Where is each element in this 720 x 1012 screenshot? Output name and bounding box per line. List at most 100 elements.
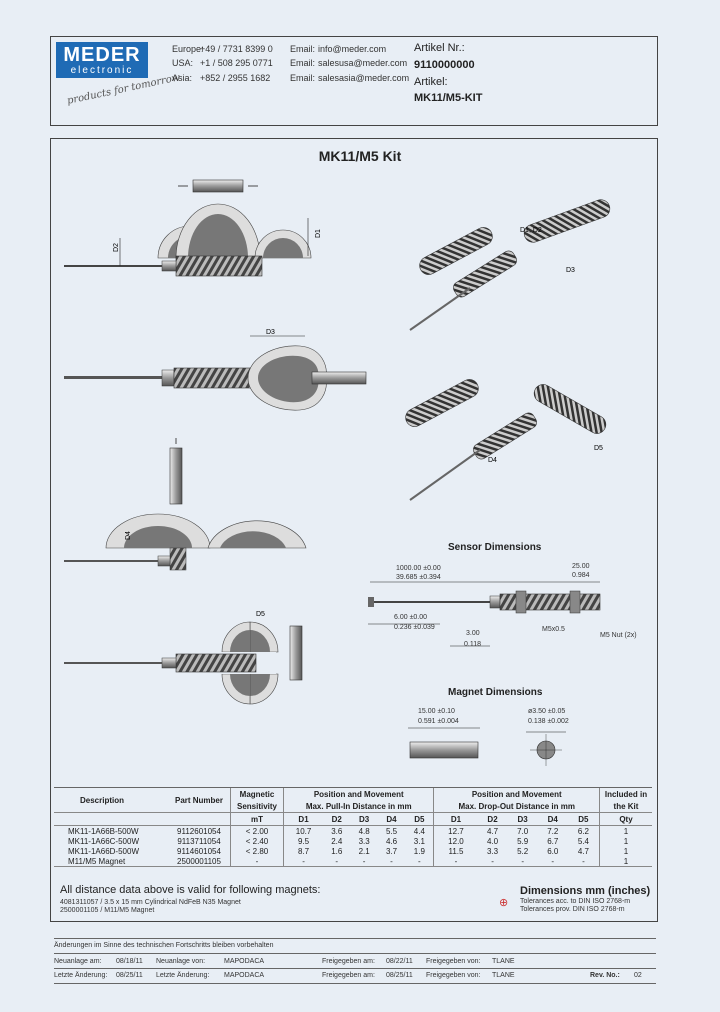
label-d3-perspective: D3	[566, 267, 575, 274]
magnet-note-title: All distance data above is valid for fol…	[60, 884, 321, 896]
cell-sens: < 2.40	[230, 836, 284, 846]
footer-r2-c-label: Freigegeben am:	[322, 972, 375, 979]
cell-drop-d4: 6.7	[547, 836, 559, 846]
cell-desc: MK11-1A66B-500W	[68, 826, 139, 836]
label-d4-config3: D4	[125, 531, 132, 540]
cell-sens: < 2.00	[230, 825, 284, 836]
cell-drop-d5: 4.7	[577, 846, 589, 856]
col-pull-d5: D5	[414, 814, 425, 824]
cell-pull-d4: 3.7	[385, 846, 398, 856]
perspective-view-bottom: D4 D5	[405, 379, 607, 501]
cell-drop-d4: -	[551, 856, 555, 866]
magnet-horizontal-1	[192, 179, 244, 193]
sensor-cable: 6.00 ±0.00	[394, 614, 428, 621]
logo-bottom-text: electronic	[70, 65, 134, 76]
tolerance-line2: Tolerances prov. DIN ISO 2768-m	[520, 906, 625, 913]
magnet-dimension-drawing	[408, 727, 566, 766]
contact-region-europe: Europe:	[172, 44, 204, 54]
cell-pull-d5: 1.9	[413, 846, 425, 856]
header-box	[50, 36, 658, 126]
contact-email-asia[interactable]: salesasia@meder.com	[318, 73, 410, 83]
logo-top-text: MEDER	[63, 44, 141, 66]
cell-drop-d4: 6.0	[547, 846, 559, 856]
cell-pull-d3: 2.1	[358, 846, 370, 856]
dimensions-unit-title: Dimensions mm (inches)	[520, 885, 651, 897]
footer-r2-b-val: MAPODACA	[224, 972, 265, 979]
cell-pull-d1: 8.7	[283, 846, 324, 856]
artikel-label: Artikel:	[414, 76, 448, 88]
col-pull-d2: D2	[331, 814, 342, 824]
contact-region-usa: USA:	[172, 58, 194, 68]
cell-pull-d3: 3.3	[358, 836, 370, 846]
footer-r2-d-val: TLANE	[492, 972, 515, 979]
col-pull-d1: D1	[283, 812, 324, 826]
magnet-dia: ø3.50 ±0.05	[528, 708, 566, 715]
label-d4-perspective: D4	[488, 457, 497, 464]
cell-drop-d1: 12.0	[433, 836, 478, 846]
cell-pull-d5: 4.4	[413, 826, 425, 836]
col-included-2: the Kit	[599, 800, 652, 813]
sensor-cable-in: 0.236 ±0.039	[394, 624, 435, 631]
cell-part: 9112601054	[177, 826, 221, 836]
contact-phone-usa: +1 / 508 295 0771	[200, 58, 273, 68]
magnet-horizontal-2	[311, 371, 367, 385]
cell-qty: 1	[599, 836, 652, 846]
sensor-len1-in: 39.685 ±0.394	[396, 574, 441, 581]
drawing-illustrations: D2 D1 D3 D4	[64, 179, 611, 766]
cell-part: 2500001105	[177, 856, 221, 866]
config-radial-lobes: D2 D1	[64, 179, 322, 277]
sensor-body-3	[169, 547, 187, 571]
cell-pull-d5: -	[417, 856, 421, 866]
magnet-vertical-2	[289, 625, 303, 681]
cell-pull-d5: 3.1	[413, 836, 425, 846]
cell-pull-d2: 3.6	[331, 826, 343, 836]
label-d1d2-perspective: D1, D2	[520, 227, 542, 234]
sensor-body-4	[175, 653, 257, 673]
cell-pull-d4: 4.6	[385, 836, 398, 846]
footer-r2-a-val: 08/25/11	[116, 972, 143, 979]
cell-pull-d4: -	[390, 856, 393, 866]
magnet-length-in: 0.591 ±0.004	[418, 718, 459, 725]
contact-email-label-usa: Email:	[290, 58, 316, 68]
col-part-number: Part Number	[174, 795, 223, 805]
col-pull-in-2: Max. Pull-In Distance in mm	[282, 800, 434, 813]
col-sensitivity: Sensitivity	[230, 800, 284, 813]
cell-part: 9113711054	[177, 836, 221, 846]
contact-region-asia: Asia:	[172, 73, 193, 83]
cell-drop-d1: 12.7	[433, 825, 478, 836]
col-qty: Qty	[599, 812, 652, 826]
contact-email-europe[interactable]: info@meder.com	[318, 44, 387, 54]
cell-qty: 1	[599, 856, 652, 867]
contact-email-usa[interactable]: salesusa@meder.com	[318, 58, 408, 68]
contact-phone-europe: +49 / 7731 8399 0	[200, 44, 273, 54]
footer-r2-b-label: Letzte Änderung:	[156, 972, 210, 979]
cell-drop-d5: 5.4	[577, 836, 589, 846]
magnet-note-line1: 4081311057 / 3.5 x 15 mm Cylindrical NdF…	[60, 899, 241, 906]
sensor-thread: M5x0.5	[542, 626, 565, 633]
col-drop-out-2: Max. Drop-Out Distance in mm	[433, 800, 600, 813]
cell-sens: -	[230, 856, 284, 867]
cell-sens: < 2.80	[230, 846, 284, 856]
cell-pull-d3: -	[362, 856, 366, 866]
col-magnetic: Magnetic	[230, 788, 284, 800]
footer-r1-b-val: MAPODACA	[224, 958, 265, 965]
config-double-lobe: D4	[64, 438, 307, 571]
cell-drop-d3: 7.0	[517, 826, 529, 836]
footer-r1-d-val: TLANE	[492, 958, 515, 965]
cell-drop-d1: -	[433, 856, 478, 867]
footer-rule-2	[54, 953, 656, 954]
footer-r2-d-label: Freigegeben von:	[426, 972, 481, 979]
col-included-1: Included in	[599, 788, 652, 800]
col-drop-d5: D5	[578, 814, 589, 824]
cell-qty: 1	[599, 846, 652, 856]
col-description: Description	[80, 795, 125, 805]
table-top-rule	[54, 787, 652, 788]
col-pull-in-1: Position and Movement	[282, 788, 434, 800]
meder-logo: MEDER electronic	[56, 42, 148, 78]
col-drop-d3: D3	[517, 814, 528, 824]
cell-drop-d3: -	[521, 856, 524, 866]
col-pull-d4: D4	[386, 814, 397, 824]
